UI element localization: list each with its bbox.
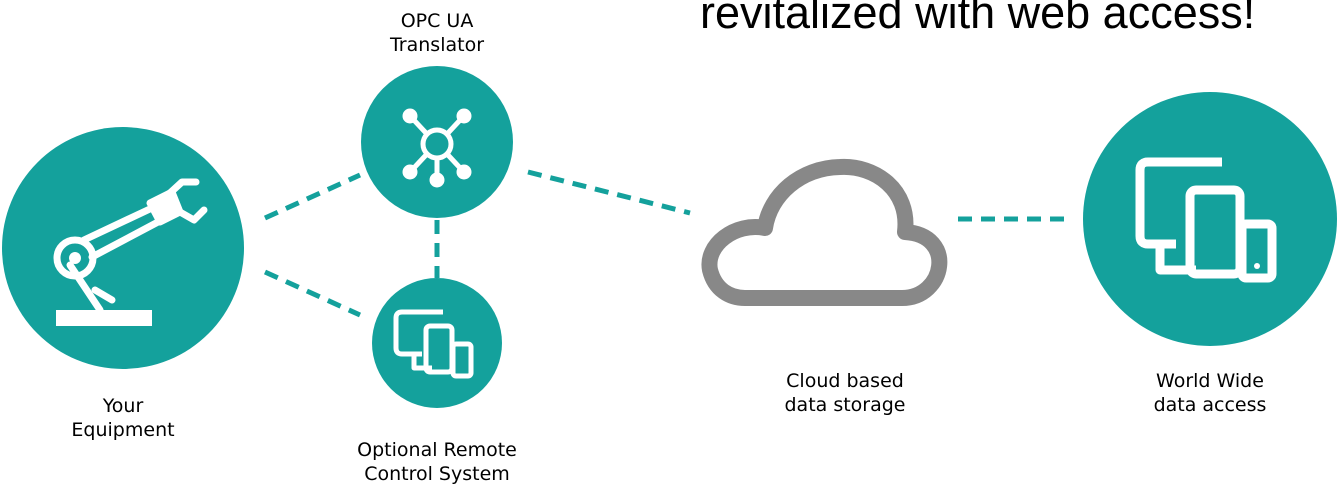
translator-circle bbox=[361, 66, 513, 218]
translator-label: OPC UA Translator bbox=[389, 10, 485, 56]
network-hub-icon bbox=[402, 108, 472, 188]
remote-circle bbox=[372, 278, 502, 408]
access-node bbox=[1083, 92, 1337, 346]
robot-arm-icon bbox=[53, 178, 208, 326]
connectors bbox=[263, 169, 1070, 318]
cloud-icon bbox=[701, 158, 948, 306]
devices-icon bbox=[1135, 157, 1277, 283]
connector-equipment-translator bbox=[263, 172, 362, 221]
equipment-label: Your Equipment bbox=[71, 395, 175, 441]
translator-node bbox=[361, 66, 513, 218]
cloud-label: Cloud based data storage bbox=[784, 370, 906, 416]
access-circle bbox=[1083, 92, 1337, 346]
equipment-circle bbox=[2, 127, 244, 369]
headline-text: revitalized with web access! bbox=[700, 0, 1256, 38]
access-label: World Wide data access bbox=[1153, 370, 1267, 416]
connector-translator-cloud bbox=[527, 169, 691, 216]
remote-node bbox=[372, 278, 502, 408]
connector-equipment-remote bbox=[263, 269, 362, 318]
equipment-node bbox=[2, 127, 244, 369]
remote-label: Optional Remote Control System bbox=[357, 439, 517, 485]
devices-icon bbox=[393, 309, 474, 379]
cloud-node bbox=[701, 158, 948, 306]
